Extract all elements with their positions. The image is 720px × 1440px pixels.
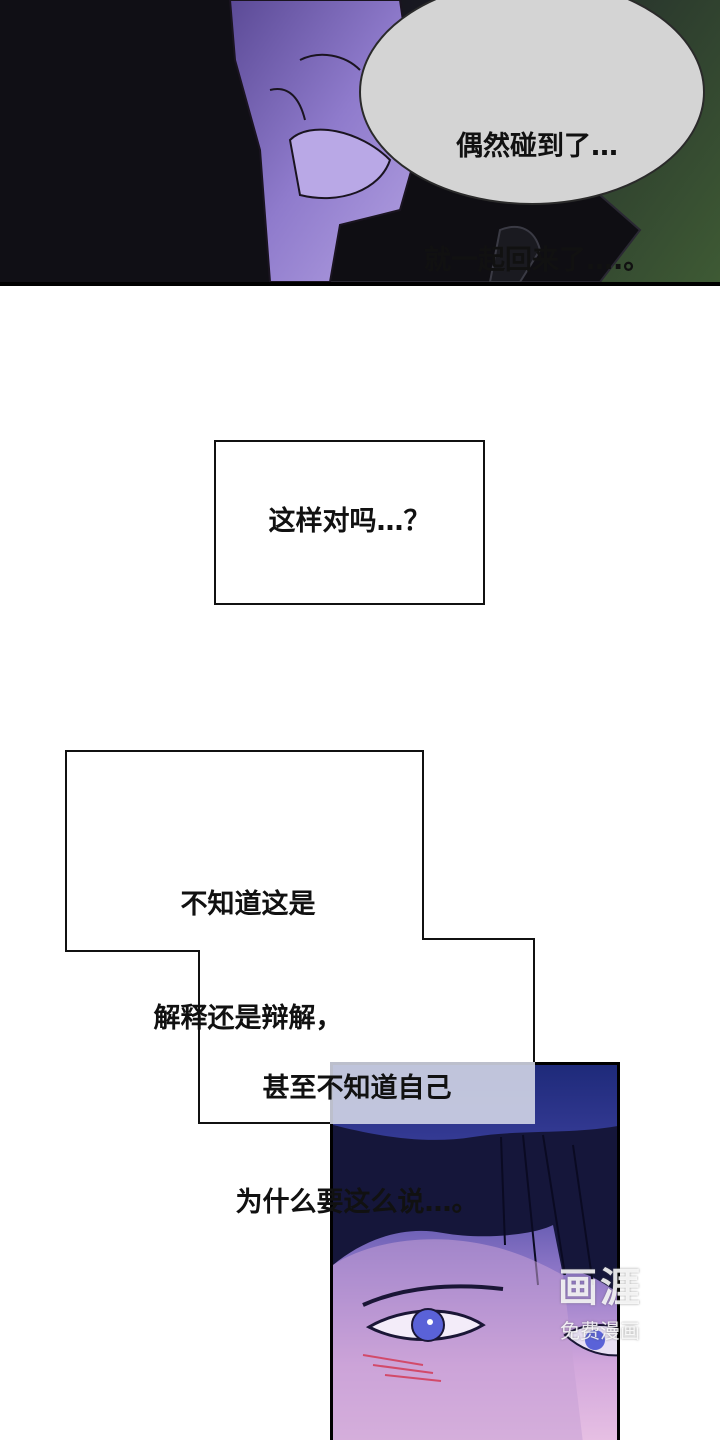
eyebrow xyxy=(362,1284,504,1307)
caption-2-line-2: 解释还是辩解， xyxy=(153,1003,343,1034)
sleeve-fold-line-2 xyxy=(269,88,306,121)
sleeve-cuff xyxy=(288,128,392,200)
hair-strands xyxy=(500,1134,594,1286)
caption-1-text: 这样对吗…？ xyxy=(268,506,431,537)
caption-2-line-1: 不知道这是 xyxy=(180,889,316,920)
eye-right-iris xyxy=(585,1330,605,1350)
eye-iris xyxy=(411,1308,445,1342)
hand-shadow xyxy=(488,225,542,282)
huaya-logo-icon: 画涯 xyxy=(558,1265,642,1311)
watermark-subtitle: 免费漫画 xyxy=(560,1319,640,1343)
eye-highlight xyxy=(427,1319,433,1325)
hair-shape xyxy=(333,1125,617,1292)
sleeve-fold-line xyxy=(299,53,361,71)
top-panel-artwork xyxy=(0,0,720,282)
speech-line-2: 就一起回来了….。 xyxy=(424,245,651,276)
caption-box-1 xyxy=(214,440,485,605)
speech-bubble xyxy=(359,0,705,205)
caption-3-line-1: 甚至不知道自己 xyxy=(262,1073,452,1104)
dark-jacket-left xyxy=(0,0,270,282)
comic-panel-top: 偶然碰到了… 就一起回来了….。 xyxy=(0,0,720,286)
speech-line-1: 偶然碰到了… xyxy=(456,131,618,162)
speech-bubble-text: 偶然碰到了… 就一起回来了….。 xyxy=(424,52,651,282)
watermark: 画涯 免费漫画 xyxy=(538,1258,662,1358)
bottom-panel-artwork xyxy=(333,1125,617,1440)
caption-3-text: 甚至不知道自己 为什么要这么说…。 xyxy=(222,994,492,1260)
caption-veil-overlay xyxy=(330,1062,535,1124)
comic-panel-bottom xyxy=(330,1062,620,1440)
face-skin xyxy=(333,1239,583,1440)
caption-2-text: 不知道这是 解释还是辩解， xyxy=(128,810,368,1076)
blush-marks xyxy=(362,1354,442,1382)
caption-3-line-2: 为什么要这么说…。 xyxy=(235,1187,479,1218)
